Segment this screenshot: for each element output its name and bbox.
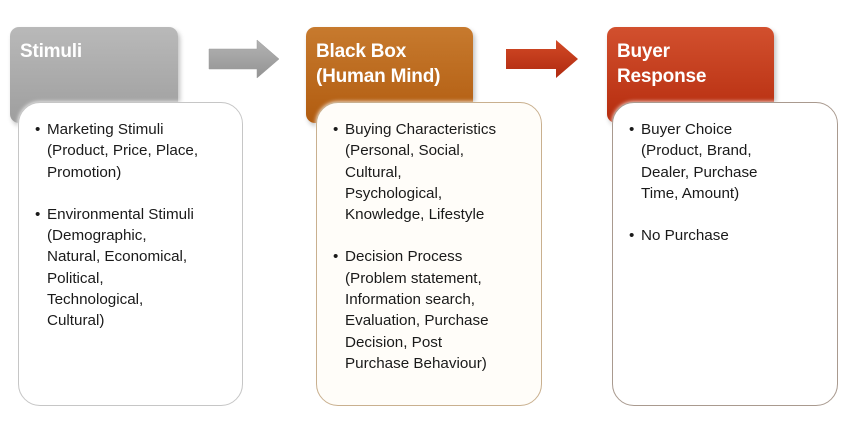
black-box-title: Black Box (Human Mind) [316, 41, 441, 87]
bullet-icon: • [629, 227, 635, 245]
black-box-item-decision-process: • Decision Process (Problem statement, In… [333, 246, 533, 374]
stimuli-list: • Marketing Stimuli (Product, Price, Plac… [35, 119, 234, 353]
black-box-list: • Buying Characteristics (Personal, Socia… [333, 119, 533, 395]
buyer-response-item-buyer-choice: • Buyer Choice (Product, Brand, Dealer, P… [629, 119, 829, 204]
stimuli-title: Stimuli [20, 41, 82, 62]
item-text: Marketing Stimuli (Product, Price, Place… [47, 121, 199, 181]
bullet-icon: • [35, 121, 41, 138]
stimuli-content-box: • Marketing Stimuli (Product, Price, Plac… [18, 102, 243, 406]
item-text: No Purchase [641, 227, 729, 245]
bullet-icon: • [629, 121, 635, 138]
buyer-response-item-no-purchase: • No Purchase [629, 225, 829, 246]
stimuli-item-marketing: • Marketing Stimuli (Product, Price, Plac… [35, 119, 234, 183]
bullet-icon: • [333, 121, 339, 138]
right-arrow-icon [208, 39, 280, 79]
buyer-response-list: • Buyer Choice (Product, Brand, Dealer, P… [629, 119, 829, 267]
bullet-icon: • [333, 248, 339, 266]
item-text: Buyer Choice (Product, Brand, Dealer, Pu… [641, 121, 758, 202]
buyer-response-content-box: • Buyer Choice (Product, Brand, Dealer, P… [612, 102, 838, 406]
black-box-content-box: • Buying Characteristics (Personal, Socia… [316, 102, 542, 406]
black-box-item-buying-characteristics: • Buying Characteristics (Personal, Socia… [333, 119, 533, 225]
bullet-icon: • [35, 205, 41, 223]
buyer-response-title: Buyer Response [617, 41, 707, 87]
item-text: Decision Process (Problem statement, Inf… [345, 248, 489, 372]
item-text: Buying Characteristics (Personal, Social… [345, 121, 497, 224]
stimuli-item-environmental: • Environmental Stimuli (Demographic, Nat… [35, 204, 234, 332]
right-arrow-icon [506, 40, 578, 78]
item-text: Environmental Stimuli (Demographic, Natu… [47, 205, 194, 330]
arrow-shape-gray [208, 39, 280, 79]
arrow-shape-red [506, 40, 578, 78]
